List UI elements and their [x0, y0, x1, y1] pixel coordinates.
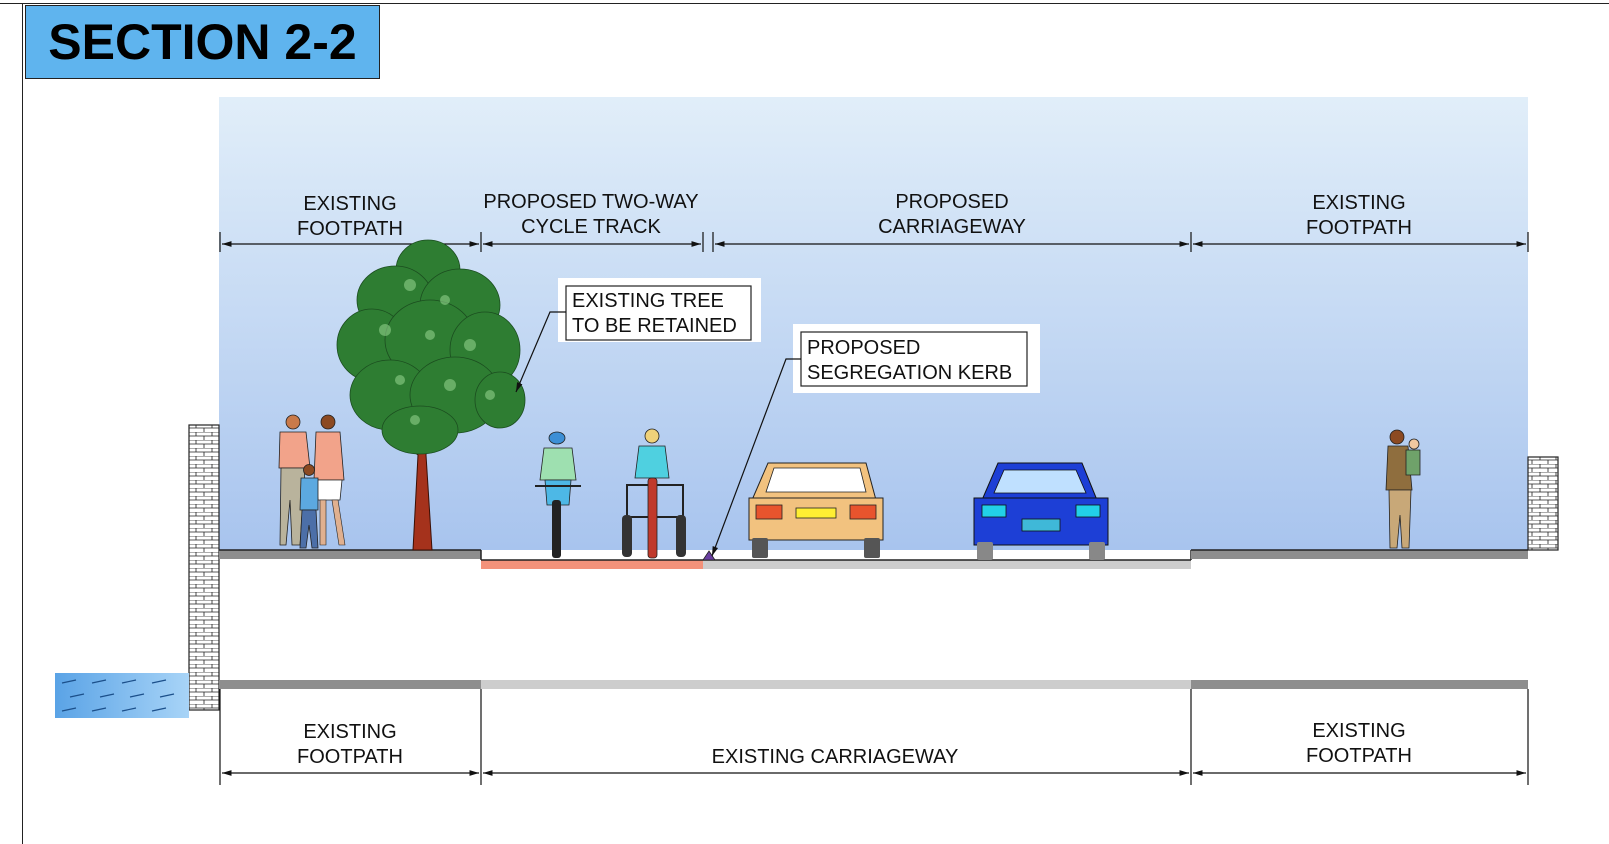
bottom-label-carriageway: EXISTING CARRIAGEWAY	[712, 746, 959, 768]
top-dimension-lines	[219, 232, 1529, 252]
callout-tree: EXISTING TREE TO BE RETAINED	[515, 278, 761, 393]
existing-tree	[336, 239, 526, 551]
top-label-footpath-right-2: FOOTPATH	[1306, 217, 1412, 239]
bottom-dimension-lines	[219, 689, 1529, 785]
boundary-wall-right	[1527, 456, 1559, 551]
bottom-label-footpath-left-1: EXISTING	[303, 721, 396, 743]
section-title: SECTION 2-2	[48, 14, 357, 70]
bottom-label-footpath-right-1: EXISTING	[1312, 720, 1405, 742]
car-orange	[748, 462, 884, 558]
top-label-carriageway-1: PROPOSED	[895, 191, 1008, 213]
bottom-label-footpath-left-2: FOOTPATH	[297, 746, 403, 768]
carriageway-surface	[703, 560, 1191, 569]
pedestrian-family	[278, 414, 346, 549]
pedestrian-woman-with-child	[1385, 429, 1421, 549]
callout-tree-line1: EXISTING TREE	[572, 290, 724, 312]
section-title-box: SECTION 2-2	[25, 5, 380, 79]
top-label-carriageway-2: CARRIAGEWAY	[878, 216, 1026, 238]
bottom-label-footpath-right-2: FOOTPATH	[1306, 745, 1412, 767]
callout-kerb: PROPOSED SEGREGATION KERB	[711, 324, 1040, 557]
proposed-surface	[219, 549, 1528, 569]
callout-tree-line2: TO BE RETAINED	[572, 315, 737, 337]
callout-kerb-line2: SEGREGATION KERB	[807, 362, 1012, 384]
cargo-bike-rider	[622, 428, 686, 559]
drawing-frame-top	[0, 3, 1609, 4]
callout-kerb-line1: PROPOSED	[807, 337, 920, 359]
water-body	[55, 673, 189, 718]
top-label-footpath-right-1: EXISTING	[1312, 192, 1405, 214]
boundary-wall-left	[188, 424, 220, 711]
cycle-track-surface	[481, 560, 703, 569]
existing-surface	[219, 680, 1528, 689]
drawing-frame-left	[22, 3, 23, 844]
cyclist	[535, 431, 581, 558]
top-label-cycle-track-2: CYCLE TRACK	[521, 216, 661, 238]
car-blue	[973, 462, 1109, 560]
top-label-footpath-left-2: FOOTPATH	[297, 218, 403, 240]
top-label-footpath-left-1: EXISTING	[303, 193, 396, 215]
top-label-cycle-track-1: PROPOSED TWO-WAY	[483, 191, 698, 213]
